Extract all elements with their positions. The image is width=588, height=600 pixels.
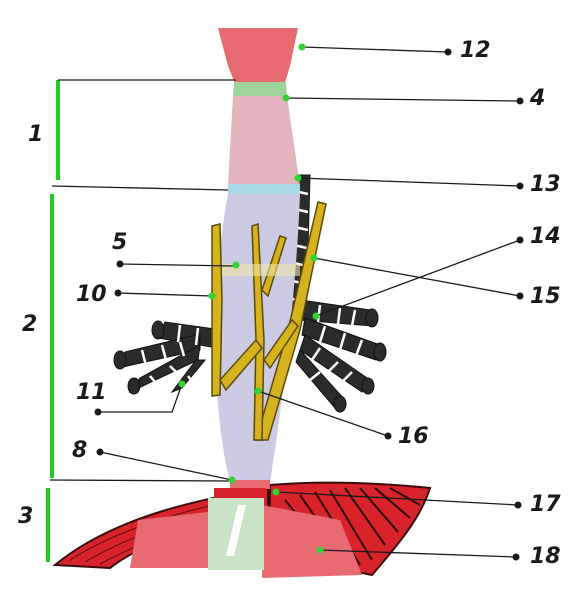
region-bracket <box>46 80 60 562</box>
lower-sphincter-band <box>230 480 270 489</box>
label-5: 5 <box>112 230 128 255</box>
label-17: 17 <box>530 492 561 517</box>
crus-left <box>130 512 208 568</box>
cardia-band <box>214 488 266 498</box>
nerve-plexus-band <box>222 264 300 276</box>
label-15: 15 <box>530 284 561 309</box>
leader-end-dots <box>94 48 524 561</box>
esophageal-lumen <box>226 505 246 556</box>
label-4: 4 <box>530 86 546 111</box>
vagus-nerves <box>211 201 327 441</box>
thoracic-inlet-band <box>228 184 300 194</box>
label-12: 12 <box>460 38 491 63</box>
upper-sphincter-band <box>233 82 287 96</box>
label-1: 1 <box>28 122 44 147</box>
label-18: 18 <box>530 544 561 569</box>
label-2: 2 <box>22 312 38 337</box>
label-16: 16 <box>398 424 429 449</box>
crus-right <box>262 505 362 578</box>
cervical-esophagus <box>228 96 300 186</box>
pharynx <box>218 28 298 86</box>
anchor-dots <box>178 43 324 554</box>
label-10: 10 <box>76 282 107 307</box>
label-14: 14 <box>530 224 561 249</box>
label-3: 3 <box>18 504 34 529</box>
label-8: 8 <box>72 438 88 463</box>
label-11: 11 <box>76 380 107 405</box>
leader-lines <box>49 46 521 558</box>
label-13: 13 <box>530 172 561 197</box>
